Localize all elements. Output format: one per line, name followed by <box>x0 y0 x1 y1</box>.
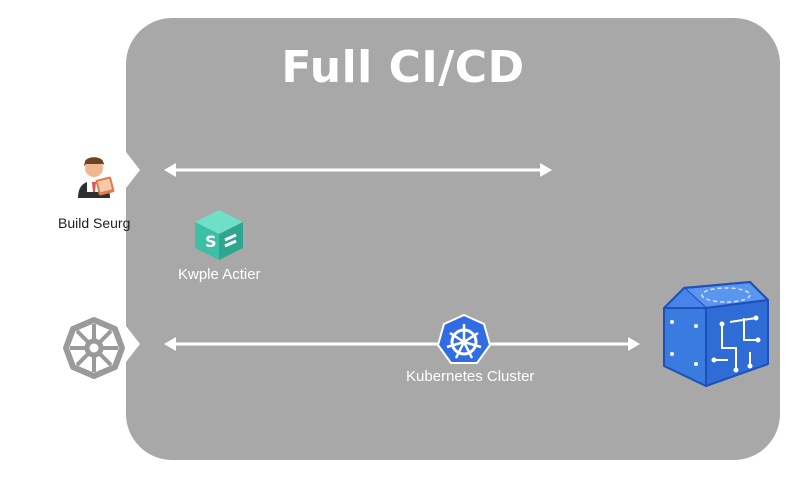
svg-text:S: S <box>205 232 217 251</box>
s-cube-icon: S <box>195 210 243 260</box>
panel-notch-bottom <box>126 326 140 362</box>
bottom-connector-arrow <box>164 337 640 351</box>
build-label: Build Seurg <box>58 215 131 231</box>
developer-icon <box>78 157 115 198</box>
helm-wheel-icon <box>63 317 125 379</box>
blue-container-cube-icon <box>663 280 769 387</box>
kubernetes-helm-icon <box>436 313 492 364</box>
cluster-label: Kubernetes Cluster <box>406 368 535 385</box>
panel-notch-top <box>126 152 140 188</box>
top-connector-arrow <box>164 163 552 177</box>
action-label: Kwple Actier <box>178 266 261 283</box>
diagram-title: Full CI/CD <box>281 42 525 93</box>
